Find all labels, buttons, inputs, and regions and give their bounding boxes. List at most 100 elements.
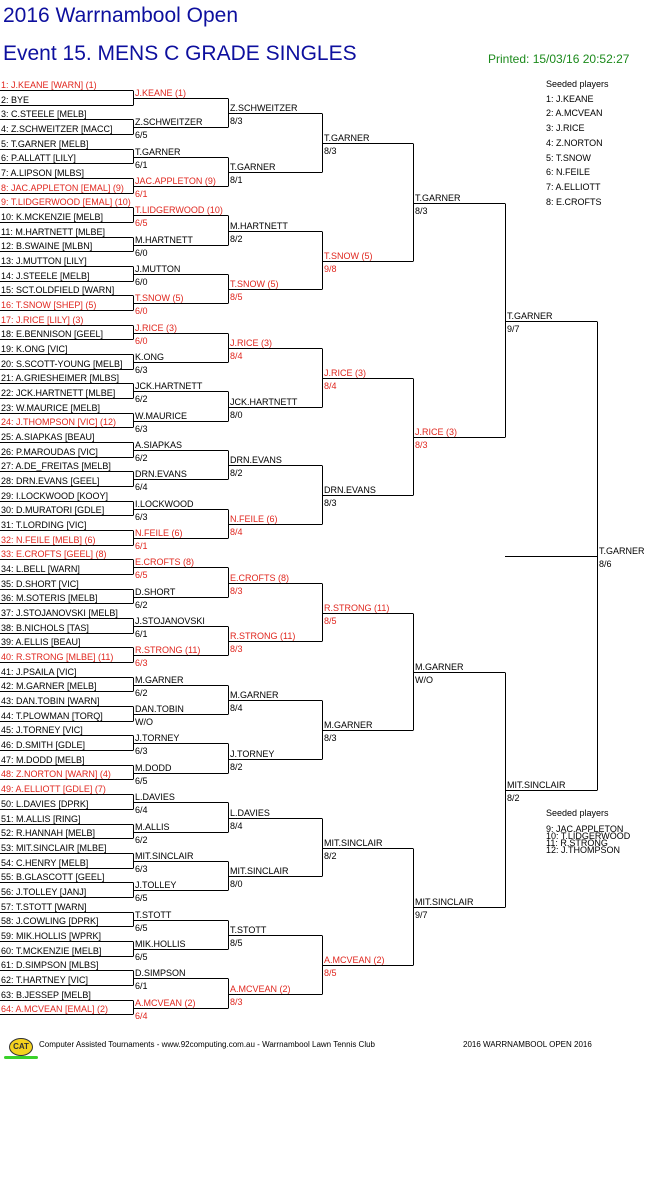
winner-name: A.MCVEAN (2) [135,997,196,1008]
match-score: 6/2 [135,393,148,404]
match-score: 6/0 [135,247,148,258]
winner-name: D.SHORT [135,586,176,597]
winner-name: T.GARNER [415,192,461,203]
winner-name: JCK.HARTNETT [230,396,298,407]
match-score: 8/2 [507,792,520,803]
draw-entry: 23: W.MAURICE [MELB] [1,402,101,413]
winner-name: N.FEILE (6) [230,513,278,524]
draw-entry: 43: DAN.TOBIN [WARN] [1,695,100,706]
winner-name: DRN.EVANS [135,468,187,479]
winner-name: J.RICE (3) [415,426,458,437]
winner-name: T.GARNER [599,545,645,556]
logo-underline [4,1056,38,1059]
winner-name: T.SNOW (5) [230,278,279,289]
match-score: 8/4 [230,820,243,831]
cat-logo-icon[interactable]: CAT [9,1038,33,1056]
winner-name: JCK.HARTNETT [135,380,203,391]
winner-name: MIT.SINCLAIR [415,896,474,907]
winner-name: T.SNOW (5) [324,250,373,261]
winner-name: JAC.APPLETON (9) [135,175,216,186]
draw-entry: 16: T.SNOW [SHEP] (5) [1,299,97,310]
draw-entry: 33: E.CROFTS [GEEL] (8) [1,548,107,559]
seed-item: 1: J.KEANE [546,94,594,104]
winner-name: T.GARNER [135,146,181,157]
draw-entry: 52: R.HANNAH [MELB] [1,827,96,838]
match-score: 8/4 [230,350,243,361]
match-score: W/O [135,716,153,727]
draw-entry: 30: D.MURATORI [GDLE] [1,504,105,515]
draw-entry: 4: Z.SCHWEITZER [MACC] [1,123,113,134]
match-score: 8/0 [230,878,243,889]
draw-entry: 58: J.COWLING [DPRK] [1,915,99,926]
seeded-panel-title: Seeded players [546,79,609,89]
draw-entry: 20: S.SCOTT-YOUNG [MELB] [1,358,123,369]
draw-entry: 32: N.FEILE [MELB] (6) [1,534,96,545]
seed-item: 8: E.CROFTS [546,197,602,207]
draw-entry: 44: T.PLOWMAN [TORQ] [1,710,103,721]
draw-entry: 51: M.ALLIS [RING] [1,813,81,824]
match-score: 6/5 [135,569,148,580]
match-score: 6/3 [135,364,148,375]
draw-entry: 31: T.LORDING [VIC] [1,519,87,530]
printed-timestamp: Printed: 15/03/16 20:52:27 [488,52,630,66]
winner-name: M.GARNER [230,689,279,700]
winner-name: K.ONG [135,351,165,362]
match-score: 6/5 [135,892,148,903]
match-score: 6/0 [135,305,148,316]
match-score: 6/5 [135,217,148,228]
draw-entry: 37: J.STOJANOVSKI [MELB] [1,607,118,618]
match-score: 6/4 [135,481,148,492]
winner-name: A.MCVEAN (2) [230,983,291,994]
match-score: 8/4 [324,380,337,391]
match-score: 8/2 [230,467,243,478]
draw-entry: 64: A.MCVEAN [EMAL] (2) [1,1003,109,1014]
match-score: 8/3 [230,115,243,126]
match-score: 6/3 [135,863,148,874]
draw-entry: 7: A.LIPSON [MLBS] [1,167,85,178]
winner-name: M.HARTNETT [135,234,193,245]
winner-name: R.STRONG (11) [135,644,201,655]
match-score: 8/3 [230,585,243,596]
match-score: 8/3 [415,205,428,216]
draw-entry: 63: B.JESSEP [MELB] [1,989,91,1000]
draw-entry: 18: E.BENNISON [GEEL] [1,328,104,339]
match-score: 6/0 [135,276,148,287]
match-score: 8/5 [324,967,337,978]
winner-name: M.DODD [135,762,172,773]
draw-entry: 40: R.STRONG [MLBE] (11) [1,651,114,662]
seed-item: 4: Z.NORTON [546,138,603,148]
footer-credit: Computer Assisted Tournaments - www.92co… [39,1040,376,1049]
winner-name: J.RICE (3) [230,337,273,348]
draw-entry: 57: T.STOTT [WARN] [1,901,87,912]
winner-name: DRN.EVANS [324,484,376,495]
match-score: 6/5 [135,129,148,140]
draw-entry: 55: B.GLASCOTT [GEEL] [1,871,105,882]
match-score: 6/2 [135,452,148,463]
winner-name: M.HARTNETT [230,220,288,231]
match-score: 8/3 [324,732,337,743]
draw-entry: 36: M.SOTERIS [MELB] [1,592,98,603]
match-score: 6/1 [135,159,148,170]
winner-name: T.LIDGERWOOD (10) [135,204,223,215]
draw-entry: 3: C.STEELE [MELB] [1,108,87,119]
winner-name: N.FEILE (6) [135,527,183,538]
match-score: 6/3 [135,423,148,434]
draw-entry: 34: L.BELL [WARN] [1,563,80,574]
match-score: 9/8 [324,263,337,274]
match-score: 6/4 [135,804,148,815]
match-score: 6/0 [135,335,148,346]
draw-entry: 13: J.MUTTON [LILY] [1,255,87,266]
draw-entry: 46: D.SMITH [GDLE] [1,739,86,750]
draw-entry: 35: D.SHORT [VIC] [1,578,79,589]
winner-name: Z.SCHWEITZER [230,102,298,113]
draw-entry: 22: JCK.HARTNETT [MLBE] [1,387,116,398]
draw-entry: 27: A.DE_FREITAS [MELB] [1,460,111,471]
seed-item: 9: JAC.APPLETON [546,824,624,834]
draw-entry: 6: P.ALLATT [LILY] [1,152,76,163]
match-score: 6/2 [135,599,148,610]
match-score: 6/4 [135,1010,148,1021]
match-score: 9/7 [415,909,428,920]
match-score: 8/3 [230,643,243,654]
seed-item: 11: R.STRONG [546,838,608,848]
winner-name: MIT.SINCLAIR [324,837,383,848]
